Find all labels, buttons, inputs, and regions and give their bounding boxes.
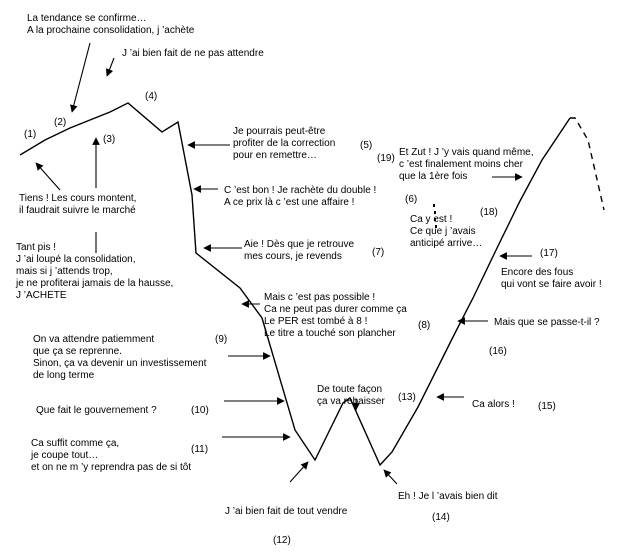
label-10: (10) bbox=[191, 405, 209, 416]
text-tiens-line-1: Tiens ! Les cours montent, bbox=[19, 193, 136, 204]
text-rebaisser-line-1: De toute façon bbox=[317, 384, 382, 395]
text-tiens: Tiens ! Les cours montent,il faudrait su… bbox=[19, 193, 136, 216]
text-correction-line-1: Je pourrais peut-être bbox=[233, 126, 326, 137]
label-6: (6) bbox=[405, 194, 417, 205]
text-cest-bon: C ’est bon ! Je rachète du double !A ce … bbox=[224, 185, 376, 208]
text-tendance: La tendance se confirme…A la prochaine c… bbox=[27, 13, 195, 36]
label-4: (4) bbox=[145, 91, 157, 102]
text-tendance-line-2: A la prochaine consolidation, j ’achète bbox=[27, 25, 195, 36]
text-pas-possible-line-3: Le PER est tombé à 8 ! bbox=[264, 316, 367, 327]
text-aie-line-1: Aie ! Dès que je retrouve bbox=[244, 239, 354, 250]
arrows bbox=[35, 42, 532, 485]
text-ca-y-est-line-2: Ce que j ’avais bbox=[410, 226, 476, 237]
arrow-14 bbox=[383, 469, 398, 485]
text-pas-possible-line-2: Ca ne peut pas durer comme ça bbox=[264, 304, 407, 315]
label-3: (3) bbox=[103, 134, 115, 145]
text-fous-line-2: qui vont se faire avoir ! bbox=[501, 279, 602, 290]
label-2: (2) bbox=[54, 117, 66, 128]
label-13: (13) bbox=[398, 392, 416, 403]
text-bien-dit: Eh ! Je l ’avais bien dit bbox=[398, 491, 498, 502]
text-cest-bon-line-1: C ’est bon ! Je rachète du double ! bbox=[224, 185, 376, 196]
text-rebaisser-line-2: ça va rebaisser bbox=[317, 396, 385, 407]
text-attendre-line-3: Sinon, ça va devenir un investissement bbox=[33, 358, 207, 369]
text-gouvernement: Que fait le gouvernement ? bbox=[36, 405, 157, 416]
text-bien-dit-line-1: Eh ! Je l ’avais bien dit bbox=[398, 491, 498, 502]
text-tant-pis-line-5: J ’ACHETE bbox=[16, 290, 67, 301]
text-tant-pis-line-2: J ’ai loupé la consolidation, bbox=[16, 254, 136, 265]
text-suffit: Ca suffit comme ça,je coupe tout…et on n… bbox=[30, 438, 191, 473]
dotted-marker bbox=[433, 204, 437, 228]
label-11: (11) bbox=[191, 444, 208, 455]
label-9: (9) bbox=[215, 334, 227, 345]
text-bien-attendre-line-1: J ’ai bien fait de ne pas attendre bbox=[122, 48, 264, 59]
label-18: (18) bbox=[480, 207, 498, 218]
text-tendance-line-1: La tendance se confirme… bbox=[27, 13, 147, 24]
text-bien-attendre: J ’ai bien fait de ne pas attendre bbox=[122, 48, 264, 59]
text-ca-alors-line-1: Ca alors ! bbox=[472, 399, 515, 410]
text-pas-possible-line-1: Mais c ’est pas possible ! bbox=[264, 292, 375, 303]
arrow-tiens bbox=[35, 162, 61, 191]
text-pas-possible: Mais c ’est pas possible !Ca ne peut pas… bbox=[264, 292, 407, 339]
text-correction-line-3: pour en remettre… bbox=[233, 150, 317, 161]
text-fous-line-1: Encore des fous bbox=[501, 267, 573, 278]
text-tout-vendre: J ’ai bien fait de tout vendre bbox=[225, 506, 348, 517]
label-17: (17) bbox=[540, 248, 558, 259]
arrow-2 bbox=[70, 42, 91, 113]
text-suffit-line-2: je coupe tout… bbox=[30, 450, 98, 461]
arrow-12 bbox=[289, 461, 309, 483]
label-7: (7) bbox=[372, 247, 384, 258]
text-pas-possible-line-4: Le titre a touché son plancher bbox=[264, 328, 396, 339]
label-8: (8) bbox=[418, 320, 430, 331]
text-ca-alors: Ca alors ! bbox=[472, 399, 515, 410]
text-aie-line-2: mes cours, je revends bbox=[244, 251, 342, 262]
price-curve-dashed bbox=[570, 117, 605, 211]
text-passe: Mais que se passe-t-il ? bbox=[494, 317, 600, 328]
label-19: (19) bbox=[377, 153, 395, 164]
text-tant-pis: Tant pis !J ’ai loupé la consolidation,m… bbox=[15, 242, 173, 301]
text-zut-line-1: Et Zut ! J ’y vais quand même, bbox=[399, 147, 534, 158]
text-attendre-line-4: de long terme bbox=[33, 370, 95, 381]
text-suffit-line-1: Ca suffit comme ça, bbox=[31, 438, 119, 449]
label-16: (16) bbox=[489, 346, 507, 357]
text-attendre-line-1: On va attendre patiemment bbox=[33, 334, 154, 345]
text-tant-pis-line-4: je ne profiterai jamais de la hausse, bbox=[15, 278, 173, 289]
text-tant-pis-line-1: Tant pis ! bbox=[16, 242, 56, 253]
label-12: (12) bbox=[273, 535, 291, 546]
label-15: (15) bbox=[538, 401, 556, 412]
text-tant-pis-line-3: mais si j ’attends trop, bbox=[16, 266, 113, 277]
label-1: (1) bbox=[24, 129, 36, 140]
text-passe-line-1: Mais que se passe-t-il ? bbox=[494, 317, 600, 328]
text-zut-line-3: que la 1ère fois bbox=[399, 171, 467, 182]
label-14: (14) bbox=[432, 512, 450, 523]
arrow-bien-attendre bbox=[105, 57, 115, 77]
text-tiens-line-2: il faudrait suivre le marché bbox=[19, 205, 136, 216]
text-zut-line-2: c ’est finalement moins cher bbox=[399, 159, 524, 170]
label-5: (5) bbox=[360, 140, 372, 151]
text-gouvernement-line-1: Que fait le gouvernement ? bbox=[36, 405, 157, 416]
text-attendre-line-2: que ça se reprenne. bbox=[33, 346, 122, 357]
text-correction-line-2: profiter de la correction bbox=[233, 138, 335, 149]
price-curve bbox=[19, 102, 571, 467]
text-cest-bon-line-2: A ce prix là c ’est une affaire ! bbox=[224, 197, 354, 208]
text-suffit-line-3: et on ne m ’y reprendra pas de si tôt bbox=[31, 462, 191, 473]
text-ca-y-est-line-1: Ca y est ! bbox=[410, 214, 452, 225]
text-ca-y-est-line-3: anticipé arrive… bbox=[410, 238, 482, 249]
text-zut: Et Zut ! J ’y vais quand même,c ’est fin… bbox=[399, 147, 534, 182]
text-tout-vendre-line-1: J ’ai bien fait de tout vendre bbox=[225, 506, 348, 517]
